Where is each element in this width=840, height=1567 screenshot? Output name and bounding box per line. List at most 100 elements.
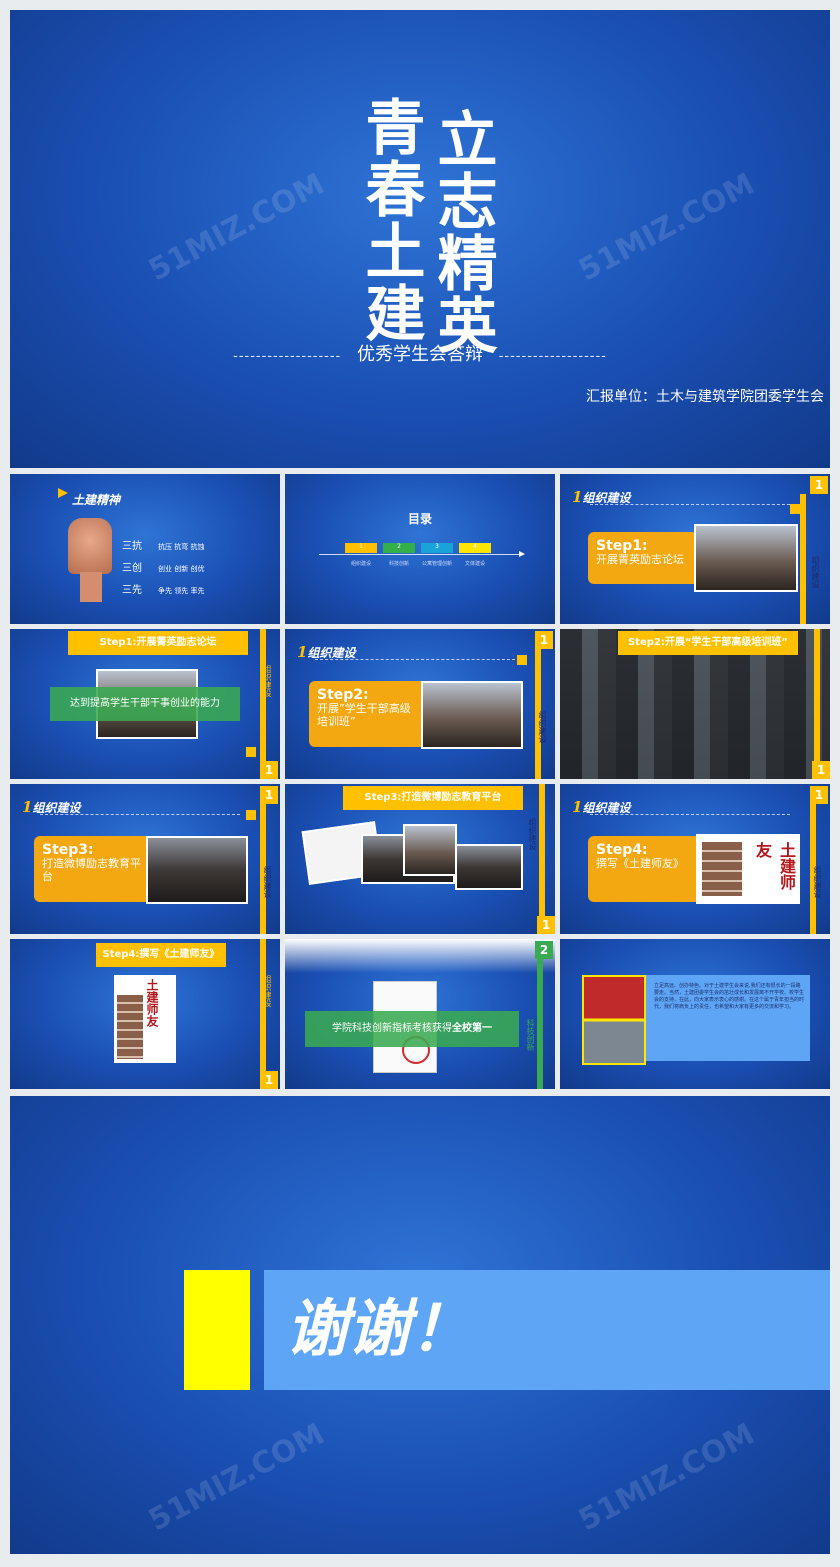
deco-square xyxy=(246,810,256,820)
deco-square xyxy=(517,655,527,665)
step-banner: Step2:开展“学生干部高级培训班” xyxy=(618,631,798,655)
event-photo-2 xyxy=(403,824,457,876)
side-bar xyxy=(260,804,266,934)
thumb-step3[interactable]: 1组织建设 1 组织建设 Step3:打造微博励志教育平台 xyxy=(10,784,280,934)
watermark: 51MIZ.COM xyxy=(143,166,331,289)
side-bar xyxy=(810,804,816,934)
side-bar xyxy=(800,494,806,624)
cover-slide: 51MIZ.COM 51MIZ.COM 立志精英 青春土建 ----------… xyxy=(10,10,830,468)
portraits xyxy=(117,995,143,1059)
side-bar-green xyxy=(537,959,543,1089)
cloud-deco xyxy=(285,939,555,973)
thumb-step2-detail[interactable]: Step2:开展“学生干部高级培训班” 1 xyxy=(560,629,830,779)
watermark: 51MIZ.COM xyxy=(573,1416,761,1539)
section-header: 1组织建设 xyxy=(572,798,631,816)
side-label: 组织建设 xyxy=(813,866,822,898)
step-banner: Step1:开展菁英励志论坛 xyxy=(68,631,248,655)
step-box: Step1:开展菁英励志论坛 xyxy=(588,532,708,584)
closing-text-box: 立足高远、创办特色。对于土建学生会来说,我们还有很长的一段路要走。当然，土建团委… xyxy=(646,975,810,1061)
watermark: 51MIZ.COM xyxy=(573,166,761,289)
corner-number: 1 xyxy=(810,476,828,494)
header-divider xyxy=(590,814,790,815)
event-photo-3 xyxy=(455,844,523,890)
training-photo xyxy=(421,681,523,749)
thumb-step1[interactable]: 1组织建设 1 组织建设 Step1:开展菁英励志论坛 xyxy=(560,474,830,624)
fist-icon xyxy=(68,518,112,574)
thumb-step3-detail[interactable]: Step3:打造微博励志教育平台 组织建设 1 xyxy=(285,784,555,934)
side-label: 组织建设 xyxy=(263,665,272,697)
deco-square xyxy=(790,504,800,514)
thumb-closing[interactable]: 立足高远、创办特色。对于土建学生会来说,我们还有很长的一段路要走。当然，土建团委… xyxy=(560,939,830,1089)
corner-number: 1 xyxy=(810,786,828,804)
toc-item-4[interactable]: 4 xyxy=(459,543,491,553)
thumb-step4[interactable]: 1组织建设 1 组织建设 Step4:撰写《土建师友》 土建师友 xyxy=(560,784,830,934)
corner-number: 1 xyxy=(535,631,553,649)
deco-square xyxy=(246,747,256,757)
corner-number: 1 xyxy=(260,786,278,804)
subtitle: 优秀学生会答辩 xyxy=(357,344,483,365)
tech-result-caption: 学院科技创新指标考核获得全校第一 xyxy=(305,1011,519,1047)
spirit-row: 三抗抗压 抗弯 抗蚀 xyxy=(122,541,205,552)
thumb-step2[interactable]: 1组织建设 1 组织建设 Step2:开展”学生干部高级培训班” xyxy=(285,629,555,779)
toc-item-2[interactable]: 2 xyxy=(383,543,415,553)
report-unit: 汇报单位：土木与建筑学院团委学生会 xyxy=(586,389,824,405)
subtitle-line: ------------------- 优秀学生会答辩 ------------… xyxy=(180,340,660,366)
header-divider xyxy=(315,659,515,660)
thumb-tech[interactable]: 2 科技创新 学院科技创新指标考核获得全校第一 xyxy=(285,939,555,1089)
side-label: 组织建设 xyxy=(811,556,820,588)
book-title: 土建师友 xyxy=(753,842,796,890)
arm-icon xyxy=(80,572,102,602)
corner-number: 1 xyxy=(260,1071,278,1089)
side-bar xyxy=(260,939,266,1089)
thumb-toc[interactable]: 目录 1 2 3 4 组织建设 科技创新 公寓管理创新 文体建设 xyxy=(285,474,555,624)
section-header: 1组织建设 xyxy=(297,643,356,661)
toc-arrow-icon xyxy=(519,551,525,557)
blue-band: 谢谢！ xyxy=(264,1270,830,1390)
book-cover: 土建师友 xyxy=(114,975,176,1063)
side-label: 组织建设 xyxy=(263,866,272,898)
book-cover: 土建师友 xyxy=(696,834,800,904)
toc-label-3: 公寓管理创新 xyxy=(421,561,452,567)
spirit-rows: 三抗抗压 抗弯 抗蚀 三创创业 创新 创优 三先争先 领先 率先 xyxy=(122,536,204,602)
arrow-icon xyxy=(58,488,68,498)
corner-number: 1 xyxy=(260,761,278,779)
thanks-text: 谢谢！ xyxy=(286,1292,473,1365)
header-divider xyxy=(40,814,240,815)
corner-number: 1 xyxy=(812,761,830,779)
forum-photo xyxy=(694,524,798,592)
toc-label-1: 组织建设 xyxy=(350,561,371,567)
side-label: 组织建设 xyxy=(538,711,547,743)
title-right-calligraphy: 立志精英 xyxy=(427,108,497,356)
toc-label-2: 科技创新 xyxy=(388,561,409,567)
step-box: Step2:开展”学生干部高级培训班” xyxy=(309,681,429,747)
book-title: 土建师友 xyxy=(145,979,159,1027)
side-bar xyxy=(814,629,820,779)
portraits xyxy=(702,842,742,896)
thumb-step4-detail[interactable]: Step4:撰写《土建师友》 组织建设 1 土建师友 xyxy=(10,939,280,1089)
step-box: Step4:撰写《土建师友》 xyxy=(588,836,708,902)
spirit-heading: 土建精神 xyxy=(72,493,121,507)
section-header: 1组织建设 xyxy=(22,798,81,816)
group-photos xyxy=(582,975,646,1065)
green-caption: 达到提高学生干部干事创业的能力 xyxy=(50,687,240,721)
dash-right: ------------------- xyxy=(498,349,607,364)
step-box: Step3:打造微博励志教育平台 xyxy=(34,836,154,902)
side-label: 组织建设 xyxy=(263,975,272,1007)
thanks-slide: 51MIZ.COM 51MIZ.COM 谢谢！ xyxy=(10,1096,830,1554)
section-header: 1组织建设 xyxy=(572,488,631,506)
header-divider xyxy=(590,504,790,505)
corner-number: 2 xyxy=(535,941,553,959)
step-banner: Step4:撰写《土建师友》 xyxy=(96,943,226,967)
spirit-row: 三创创业 创新 创优 xyxy=(122,563,205,574)
yellow-block xyxy=(184,1270,250,1390)
thumb-spirit[interactable]: 土建精神 三抗抗压 抗弯 抗蚀 三创创业 创新 创优 三先争先 领先 率先 xyxy=(10,474,280,624)
side-label: 科技创新 xyxy=(526,1019,535,1051)
closing-text: 立足高远、创办特色。对于土建学生会来说,我们还有很长的一段路要走。当然，土建团委… xyxy=(654,983,805,1010)
side-bar xyxy=(535,649,541,779)
lecture-photo xyxy=(146,836,248,904)
side-bar xyxy=(539,784,545,934)
thumb-step1-detail[interactable]: Step1:开展菁英励志论坛 组织建设 1 达到提高学生干部干事创业的能力 xyxy=(10,629,280,779)
watermark: 51MIZ.COM xyxy=(143,1416,331,1539)
toc-item-1[interactable]: 1 xyxy=(345,543,377,553)
toc-item-3[interactable]: 3 xyxy=(421,543,453,553)
